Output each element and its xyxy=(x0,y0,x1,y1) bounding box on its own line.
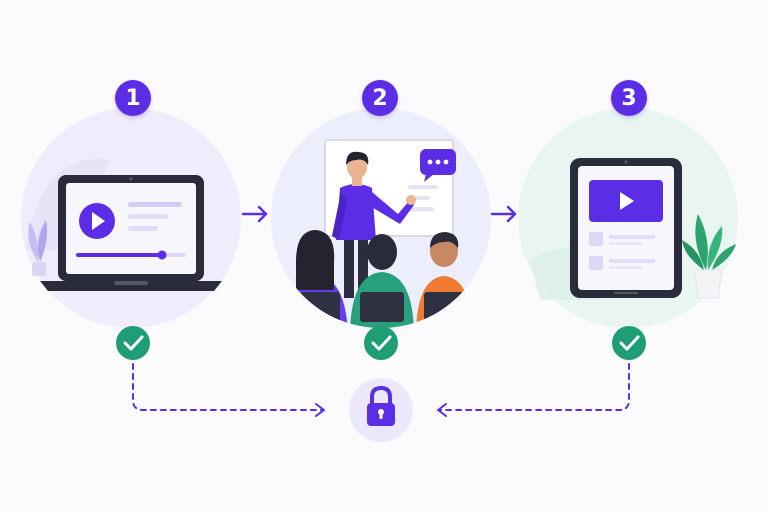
arrowhead xyxy=(437,403,447,417)
step-3-scene xyxy=(518,108,738,328)
tablet-icon xyxy=(570,158,682,298)
laptop-icon xyxy=(40,175,222,291)
arrow-right-icon xyxy=(490,205,517,223)
step-2-scene xyxy=(271,108,491,328)
step-3-number: 3 xyxy=(611,80,647,116)
lock-icon xyxy=(349,378,413,442)
step-1-scene xyxy=(21,108,241,328)
check-icon xyxy=(612,326,646,360)
arrowhead xyxy=(315,403,325,417)
dashed-connector-left xyxy=(132,363,323,411)
arrow-right-icon xyxy=(241,205,268,223)
plant-icon xyxy=(682,214,736,299)
step-1-number: 1 xyxy=(115,80,151,116)
play-icon xyxy=(620,192,634,210)
check-icon xyxy=(364,326,398,360)
dashed-connector-right xyxy=(439,363,630,411)
audience xyxy=(288,230,474,328)
check-icon xyxy=(116,326,150,360)
speech-bubble-icon xyxy=(420,149,456,182)
step-2-number: 2 xyxy=(362,80,398,116)
plant-icon xyxy=(28,220,48,276)
presenter xyxy=(332,151,416,298)
